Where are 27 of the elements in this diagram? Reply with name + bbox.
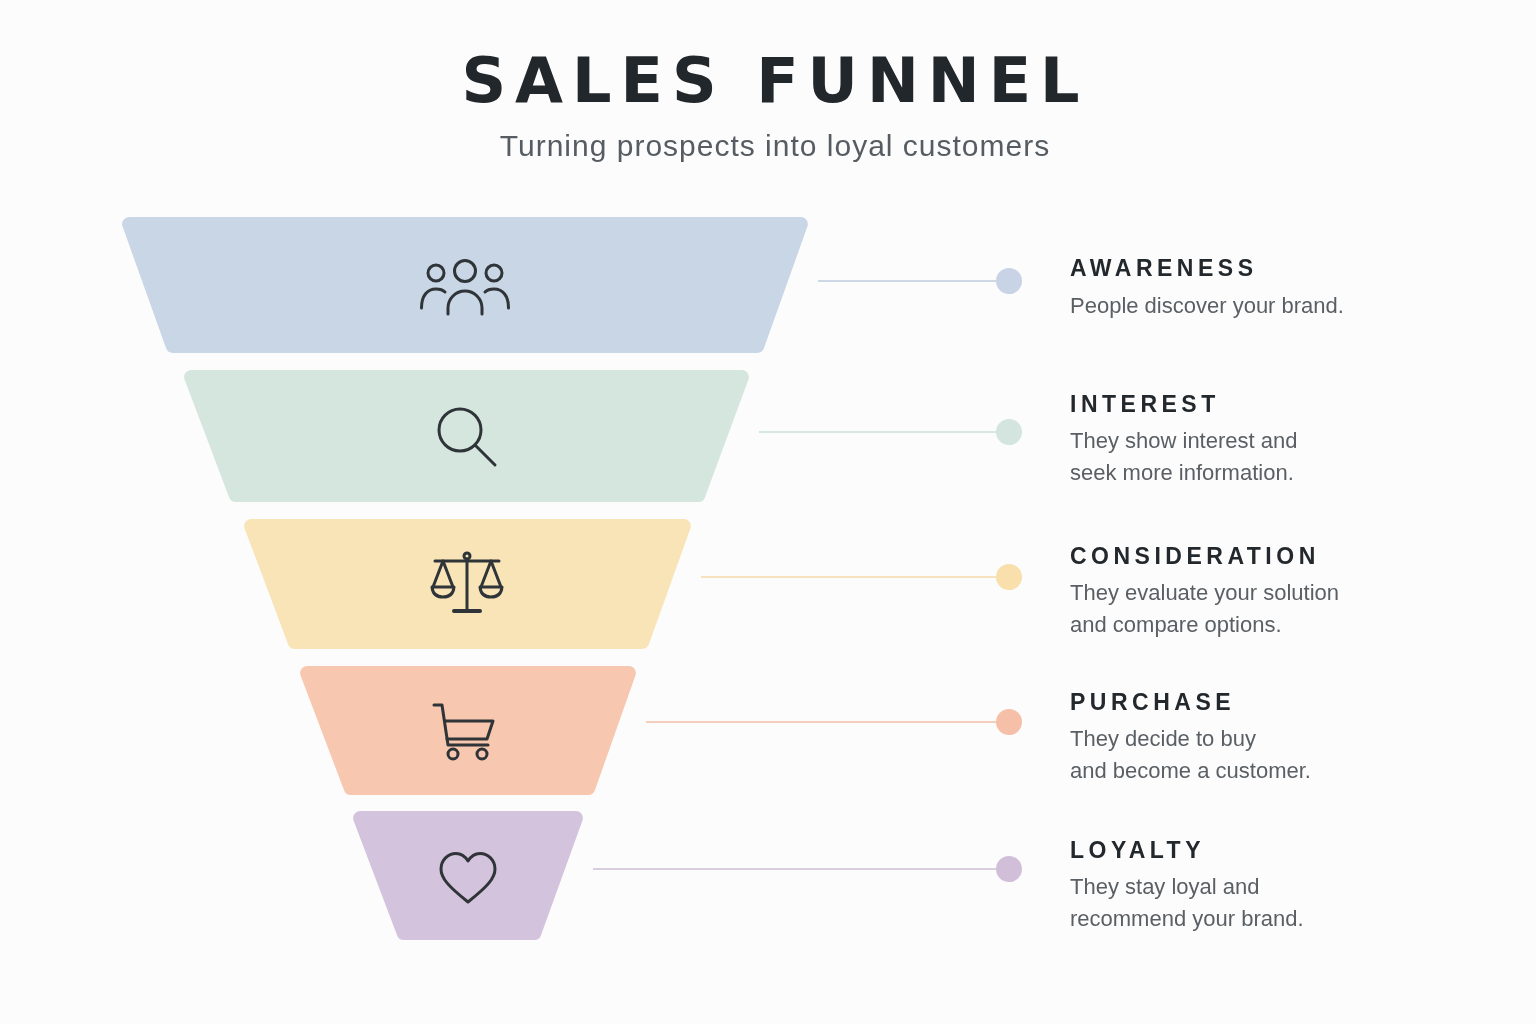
connector-dot <box>996 419 1022 445</box>
connector-dot <box>996 856 1022 882</box>
stage-description: They show interest and seek more information. <box>1070 427 1298 487</box>
subtitle: Turning prospects into loyal customers <box>499 128 1051 164</box>
connector-line <box>817 280 997 282</box>
connector-dot <box>996 564 1022 590</box>
connector-dot <box>996 268 1022 294</box>
funnel-segment <box>242 519 693 649</box>
title: SALES FUNNEL <box>461 44 1089 118</box>
stage-description: They decide to buy and become a customer. <box>1070 725 1311 785</box>
connector-dot <box>996 709 1022 735</box>
connector-line <box>645 721 997 723</box>
connector-line <box>700 576 997 578</box>
funnel-segment <box>120 217 810 353</box>
funnel-segment <box>351 811 585 940</box>
stage-heading: AWARENESS <box>1070 254 1258 282</box>
connector-line <box>592 868 997 870</box>
funnel-segment <box>298 666 638 795</box>
stage-description: People discover your brand. <box>1070 292 1344 320</box>
stage-heading: CONSIDERATION <box>1070 542 1320 570</box>
stage-heading: LOYALTY <box>1070 836 1205 864</box>
stage-description: They evaluate your solution and compare options. <box>1070 579 1340 639</box>
connector-line <box>758 431 997 433</box>
stage-description: They stay loyal and recommend your brand. <box>1070 873 1304 933</box>
stage-heading: INTEREST <box>1070 390 1220 418</box>
stage-heading: PURCHASE <box>1070 688 1236 716</box>
funnel-segment <box>182 370 751 502</box>
